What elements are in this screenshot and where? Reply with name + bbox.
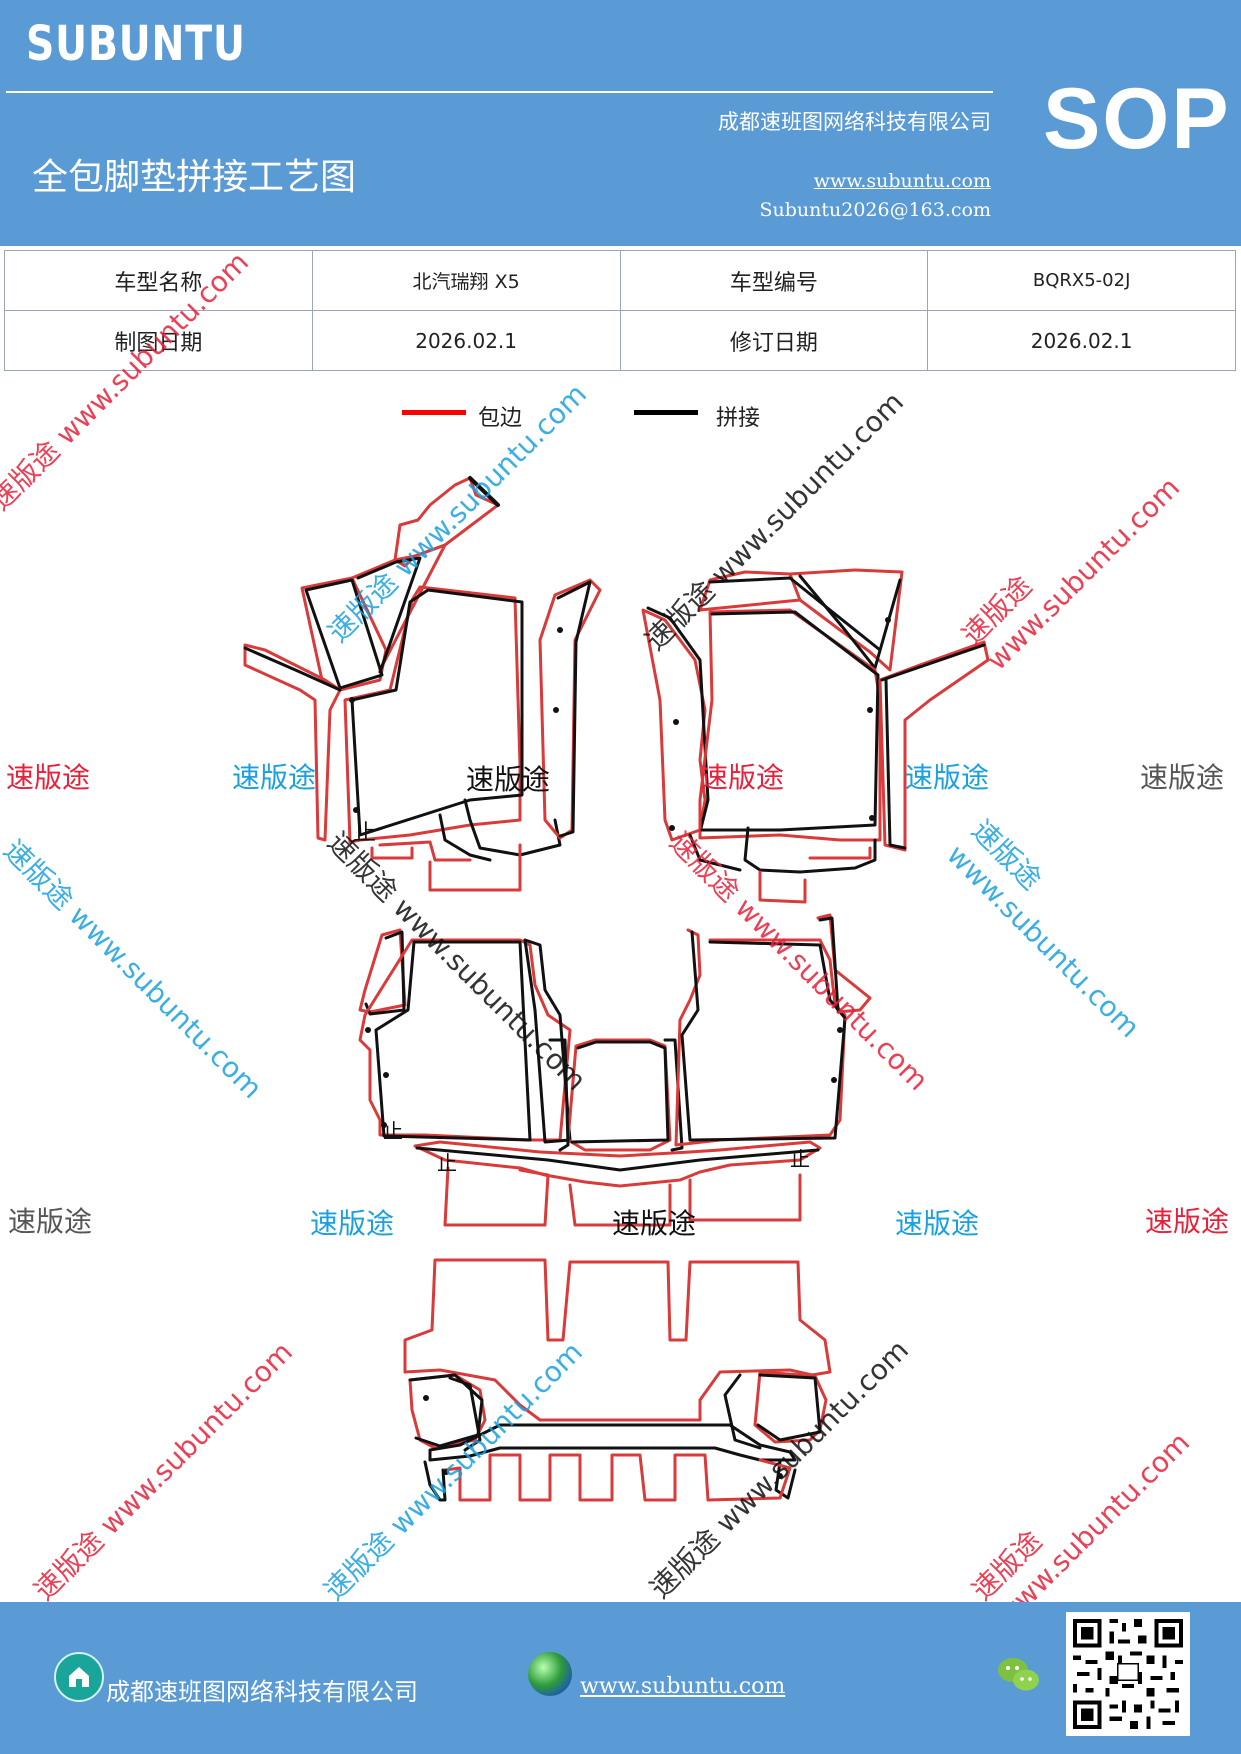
footer-company-name: 成都速班图网络科技有限公司 bbox=[106, 1678, 418, 1706]
revision-date-value: 2026.02.1 bbox=[927, 310, 1236, 371]
website-link[interactable]: www.subuntu.com bbox=[813, 170, 991, 192]
brand-logo: SUBUNTU bbox=[26, 16, 246, 72]
model-name-label: 车型名称 bbox=[4, 250, 313, 311]
front-left-mat: 止 bbox=[243, 476, 602, 892]
table-row: 车型名称 北汽瑞翔 X5 车型编号 BQRX5-02J bbox=[4, 250, 1236, 311]
legend-label-seam: 拼接 bbox=[716, 406, 761, 431]
document-title: 全包脚垫拼接工艺图 bbox=[32, 157, 357, 198]
footer-website-link[interactable]: www.subuntu.com bbox=[580, 1674, 786, 1699]
stop-mark: 止 bbox=[437, 1151, 457, 1175]
qr-code-icon[interactable] bbox=[1066, 1612, 1190, 1736]
rear-row-mats bbox=[403, 1258, 832, 1502]
front-right-mat bbox=[641, 568, 990, 904]
draw-date-value: 2026.02.1 bbox=[311, 310, 621, 371]
wechat-icon bbox=[996, 1654, 1042, 1696]
header-divider bbox=[6, 91, 993, 93]
middle-row-mats: 止 止 止 bbox=[358, 913, 872, 1227]
home-icon bbox=[54, 1652, 104, 1702]
floor-mat-diagram: 止 bbox=[243, 476, 990, 1502]
legend-swatch-binding bbox=[402, 410, 466, 415]
stop-mark: 止 bbox=[790, 1147, 810, 1171]
header-banner: SUBUNTU 全包脚垫拼接工艺图 成都速班图网络科技有限公司 www.subu… bbox=[0, 0, 1241, 246]
sop-badge: SOP bbox=[1043, 71, 1231, 167]
table-row: 制图日期 2026.02.1 修订日期 2026.02.1 bbox=[4, 310, 1236, 371]
globe-icon bbox=[528, 1652, 572, 1696]
vehicle-info-table: 车型名称 北汽瑞翔 X5 车型编号 BQRX5-02J 制图日期 2026.02… bbox=[4, 250, 1236, 371]
draw-date-label: 制图日期 bbox=[4, 310, 313, 371]
stop-mark: 止 bbox=[383, 1119, 403, 1143]
footer-banner: 成都速班图网络科技有限公司 www.subuntu.com bbox=[0, 1602, 1241, 1754]
model-name-value: 北汽瑞翔 X5 bbox=[311, 250, 621, 311]
legend-label-binding: 包边 bbox=[478, 406, 523, 431]
email-address: Subuntu2026@163.com bbox=[759, 199, 991, 221]
legend-swatch-seam bbox=[634, 410, 698, 415]
company-name: 成都速班图网络科技有限公司 bbox=[718, 110, 991, 134]
revision-date-label: 修订日期 bbox=[619, 310, 929, 371]
model-code-value: BQRX5-02J bbox=[927, 250, 1236, 311]
legend: 包边 拼接 bbox=[0, 400, 1241, 440]
model-code-label: 车型编号 bbox=[619, 250, 929, 311]
stop-mark: 止 bbox=[354, 821, 376, 846]
